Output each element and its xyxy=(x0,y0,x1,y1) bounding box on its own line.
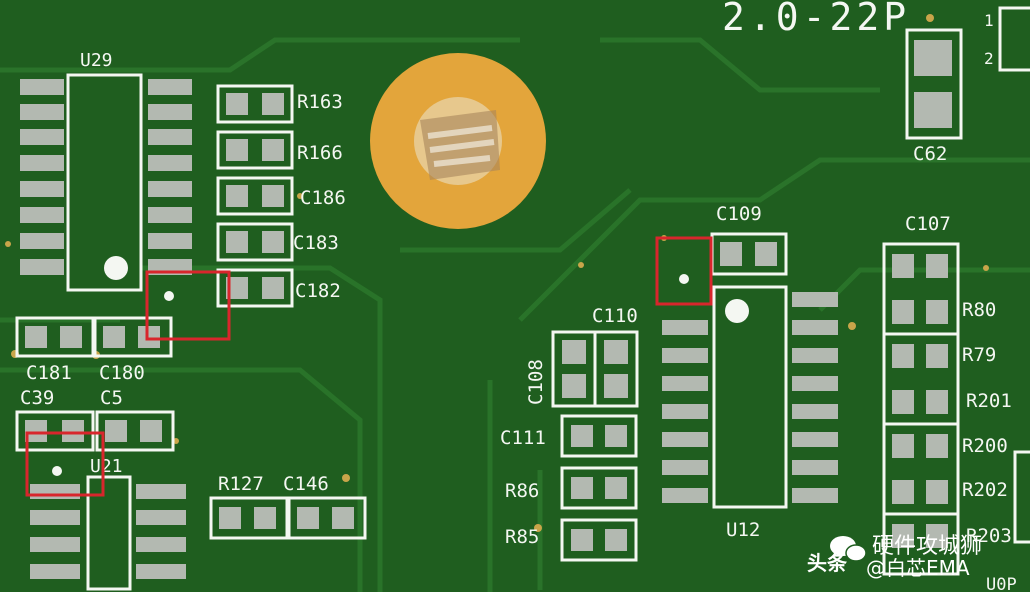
u29-left-pads xyxy=(20,79,64,275)
r166-label: R166 xyxy=(297,142,343,164)
c62-label: C62 xyxy=(913,143,947,165)
c180-label: C180 xyxy=(99,362,145,384)
c109-label: C109 xyxy=(716,203,762,225)
parts-r127-c146: R127 C146 xyxy=(209,473,367,540)
u29-right-pads xyxy=(148,79,192,275)
mounting-hole xyxy=(370,53,546,229)
watermark: 头条 硬件攻城狮 @白芯EMA xyxy=(807,534,982,580)
r80-label: R80 xyxy=(962,299,996,321)
parts-c111-r86-r85: C111 R86 R85 xyxy=(500,414,638,562)
u12-label: U12 xyxy=(726,519,760,541)
u29-label: U29 xyxy=(80,50,113,71)
c108-label: C108 xyxy=(525,359,547,405)
highlight-box-u21-pin1 xyxy=(25,431,105,497)
c181-label: C181 xyxy=(26,362,72,384)
pin1-dots xyxy=(52,274,689,476)
c183-label: C183 xyxy=(293,232,339,254)
r202-label: R202 xyxy=(962,479,1008,501)
caps-c39-c5: C39 C5 xyxy=(15,387,175,452)
u21-label: U21 xyxy=(90,456,123,477)
u12-pin1-dot xyxy=(725,299,749,323)
c39-label: C39 xyxy=(20,387,54,409)
r85-label: R85 xyxy=(505,526,539,548)
ic-u12: U12 xyxy=(662,285,838,541)
r127-label: R127 xyxy=(218,473,264,495)
c110-label: C110 xyxy=(592,305,638,327)
ic-u29: U29 xyxy=(20,50,192,292)
pin-1-label: 1 xyxy=(984,11,994,30)
r86-label: R86 xyxy=(505,480,539,502)
c111-label: C111 xyxy=(500,427,546,449)
watermark-text: @白芯EMA xyxy=(866,556,970,580)
c107-label: C107 xyxy=(905,213,951,235)
ic-u21: U21 xyxy=(30,456,186,591)
watermark-channel: 硬件攻城狮 xyxy=(872,534,982,559)
c146-label: C146 xyxy=(283,473,329,495)
passive-column-right: C107 R80 R79 R201 R200 R202 R203 U0P xyxy=(882,213,1030,592)
wechat-icon xyxy=(830,536,867,562)
caps-c181-c180: C181 C180 xyxy=(15,316,173,384)
cap-c62: C62 xyxy=(905,28,963,165)
c5-label: C5 xyxy=(100,387,123,409)
c186-label: C186 xyxy=(300,187,346,209)
c182-label: C182 xyxy=(295,280,341,302)
r79-label: R79 xyxy=(962,344,996,366)
version-text: 2.0-22P xyxy=(722,0,910,39)
r163-label: R163 xyxy=(297,91,343,113)
r201-label: R201 xyxy=(966,390,1012,412)
r203-label: R203 xyxy=(966,525,1012,547)
r200-label: R200 xyxy=(962,435,1008,457)
caps-c110-c108: C110 C108 xyxy=(525,305,639,408)
highlight-box-u29-pin1 xyxy=(145,270,231,341)
pin-2-label: 2 xyxy=(984,49,994,68)
passive-column-left: R163 R166 C186 C183 C182 xyxy=(216,84,346,308)
header-outline xyxy=(998,6,1030,72)
highlight-boxes xyxy=(25,236,713,497)
partial-label: U0P xyxy=(986,575,1017,592)
highlight-box-u12-pin1 xyxy=(655,236,713,306)
u29-pin1-dot xyxy=(104,256,128,280)
